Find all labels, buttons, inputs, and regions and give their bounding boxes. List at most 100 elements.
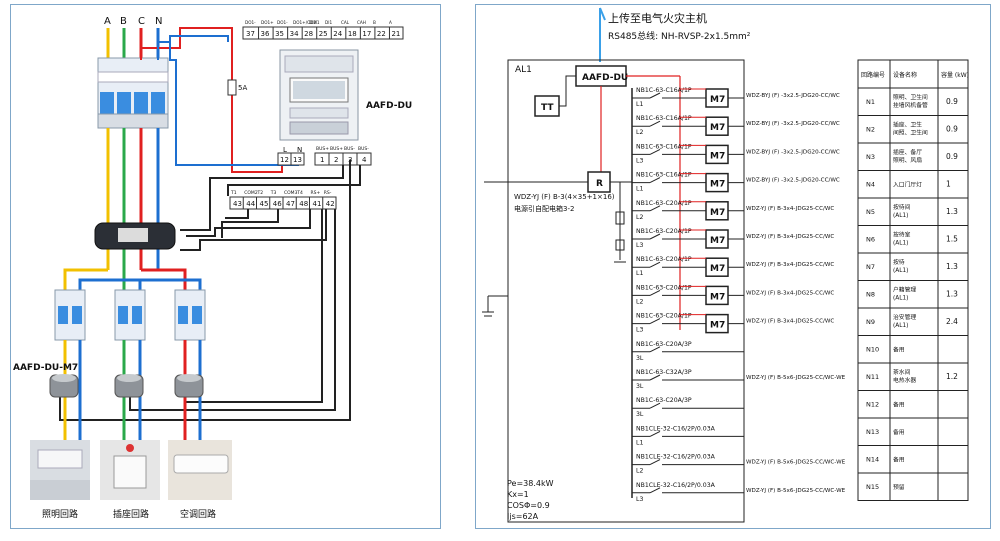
top-pin-label: DO1- xyxy=(245,20,256,25)
top-pin-number: 34 xyxy=(290,30,299,38)
top-pin-label: DO1+/COM1 xyxy=(293,20,320,25)
table-cell-code: N4 xyxy=(866,181,875,189)
m7-label: M7 xyxy=(710,208,725,218)
breaker-model: NB1C-63-C32A/3P xyxy=(636,369,692,376)
table-cell-name: 治安管理 xyxy=(893,313,916,321)
breaker-phase: L3 xyxy=(636,327,643,334)
m7-label: M7 xyxy=(710,292,725,302)
bus-pin-number: 4 xyxy=(362,156,367,164)
breaker-model: NB1C-63-C16A/1P xyxy=(636,143,692,150)
sensor-pin-number: 41 xyxy=(313,200,322,208)
m7-sensor-box xyxy=(705,257,729,277)
sensor-pin-label: COM2 xyxy=(244,190,258,196)
sensor-pin-number: 43 xyxy=(233,200,242,208)
m7-sensor-box xyxy=(705,201,729,221)
calc-kx: Kx=1 xyxy=(507,490,529,499)
breaker-phase: L2 xyxy=(636,298,643,305)
phase-label-a: A xyxy=(104,16,111,27)
sensor-pin-label: RS+ xyxy=(311,190,321,196)
branch-breaker-1 xyxy=(54,289,86,341)
table-cell-name: 备用 xyxy=(893,456,905,464)
power-num-13: 13 xyxy=(293,156,302,164)
cable-spec: WDZ-YJ (F) B-3x4-JDG25-CC/WC xyxy=(746,319,834,325)
table-cell-code: N9 xyxy=(866,318,875,326)
top-pin-number: 17 xyxy=(362,30,371,38)
aafd-du-device xyxy=(279,49,359,141)
top-pin-label: B xyxy=(373,20,376,25)
m7-sensor-1 xyxy=(49,374,79,398)
cable-spec: WDZ-YJ (F) B-3x4-JDG25-CC/WC xyxy=(746,234,834,240)
table-cell-name: (AL1) xyxy=(893,241,908,247)
branch-breaker-2 xyxy=(114,289,146,341)
table-cell-name: 备用 xyxy=(893,346,905,354)
calc-cos: COSΦ=0.9 xyxy=(507,501,550,510)
header-title: 上传至电气火灾主机 xyxy=(608,11,707,25)
top-pin-number: 21 xyxy=(391,30,400,38)
table-cell-name: 挂墙风机备管 xyxy=(893,101,928,109)
table-cell-name: 入口门厅灯 xyxy=(893,181,922,189)
main-breaker-4p xyxy=(97,57,169,129)
branch-breaker-3 xyxy=(174,289,206,341)
m7-sensor-box xyxy=(705,285,729,306)
table-cell-code: N2 xyxy=(866,126,875,134)
table-cell-name: (AL1) xyxy=(893,296,908,302)
bus-pin-label: BUS+ xyxy=(316,146,329,152)
table-cell-kw: 1 xyxy=(946,180,951,189)
bus-pin-number: 2 xyxy=(334,156,338,164)
breaker-model: NB1C-63-C20A/1P xyxy=(636,313,692,320)
table-cell-code: N13 xyxy=(866,428,879,436)
breaker-model: NB1CLE-32-C16/2P/0.03A xyxy=(636,454,716,461)
breaker-phase: 3L xyxy=(636,411,644,418)
table-header: 容量 (kW) xyxy=(941,71,969,79)
table-cell-name: (AL1) xyxy=(893,323,908,329)
table-cell-name: 备用 xyxy=(893,428,905,436)
table-cell-kw: 2.4 xyxy=(946,317,958,326)
top-pin-number: 18 xyxy=(348,30,357,38)
m7-sensor-box xyxy=(705,172,729,193)
top-pin-number: 35 xyxy=(275,30,284,38)
table-cell-code: N5 xyxy=(866,208,875,216)
sensor-pin-label: T2 xyxy=(257,190,264,196)
incoming-cable: WDZ-YJ (F) B-3(4×35+1×16) xyxy=(514,193,615,201)
sensor-pin-number: 45 xyxy=(260,200,269,208)
top-pin-number: 28 xyxy=(304,30,313,38)
table-cell-name: 预留 xyxy=(893,483,905,491)
calc-ijs: Ijs=62A xyxy=(507,512,539,521)
top-pin-label: DI1 xyxy=(325,20,332,25)
breaker-model: NB1C-63-C20A/3P xyxy=(636,341,692,348)
table-cell-name: 备用 xyxy=(893,401,905,409)
cable-spec: WDZ-BYJ (F) -3x2.5-JDG20-CC/WC xyxy=(746,178,840,184)
m7-label: M7 xyxy=(710,236,725,246)
breaker-model: NB1C-63-C20A/1P xyxy=(636,284,692,291)
cable-spec: WDZ-YJ (F) B-5x6-JDG25-CC/WC-WE xyxy=(746,460,846,466)
m7-label: M7 xyxy=(710,180,725,190)
incoming-source: 电源引自配电箱3-2 xyxy=(514,204,574,213)
bus-pin-label: BUS- xyxy=(358,146,369,152)
fuse-icon xyxy=(227,79,237,96)
table-cell-name: 插座、备厅 xyxy=(893,148,922,156)
m7-label: M7 xyxy=(710,95,725,105)
aafd-label: AAFD-DU xyxy=(582,73,628,83)
top-pin-label: A xyxy=(389,20,392,25)
sensor-pin-label: RS- xyxy=(324,190,332,196)
table-cell-name: 户籍管理 xyxy=(893,286,916,294)
power-pin-n: N xyxy=(297,146,302,154)
table-cell-name: 按待室 xyxy=(893,231,911,239)
loop-label-socket: 插座回路 xyxy=(113,508,149,520)
branch-wires xyxy=(63,268,202,290)
top-pin-label: DO1- xyxy=(277,20,288,25)
breaker-model: NB1C-63-C20A/3P xyxy=(636,397,692,404)
table-cell-code: N6 xyxy=(866,236,875,244)
breaker-phase: L2 xyxy=(636,214,643,221)
fuse-label: 5A xyxy=(238,84,247,92)
sensor-pin-label: T3 xyxy=(270,190,277,196)
table-cell-code: N3 xyxy=(866,153,875,161)
cable-spec: WDZ-YJ (F) B-3x4-JDG25-CC/WC xyxy=(746,262,834,268)
box-label: AL1 xyxy=(515,65,532,75)
m7-sensor-box xyxy=(705,144,729,165)
table-cell-code: N1 xyxy=(866,98,875,106)
sensor-pin-label: T1 xyxy=(230,190,237,196)
